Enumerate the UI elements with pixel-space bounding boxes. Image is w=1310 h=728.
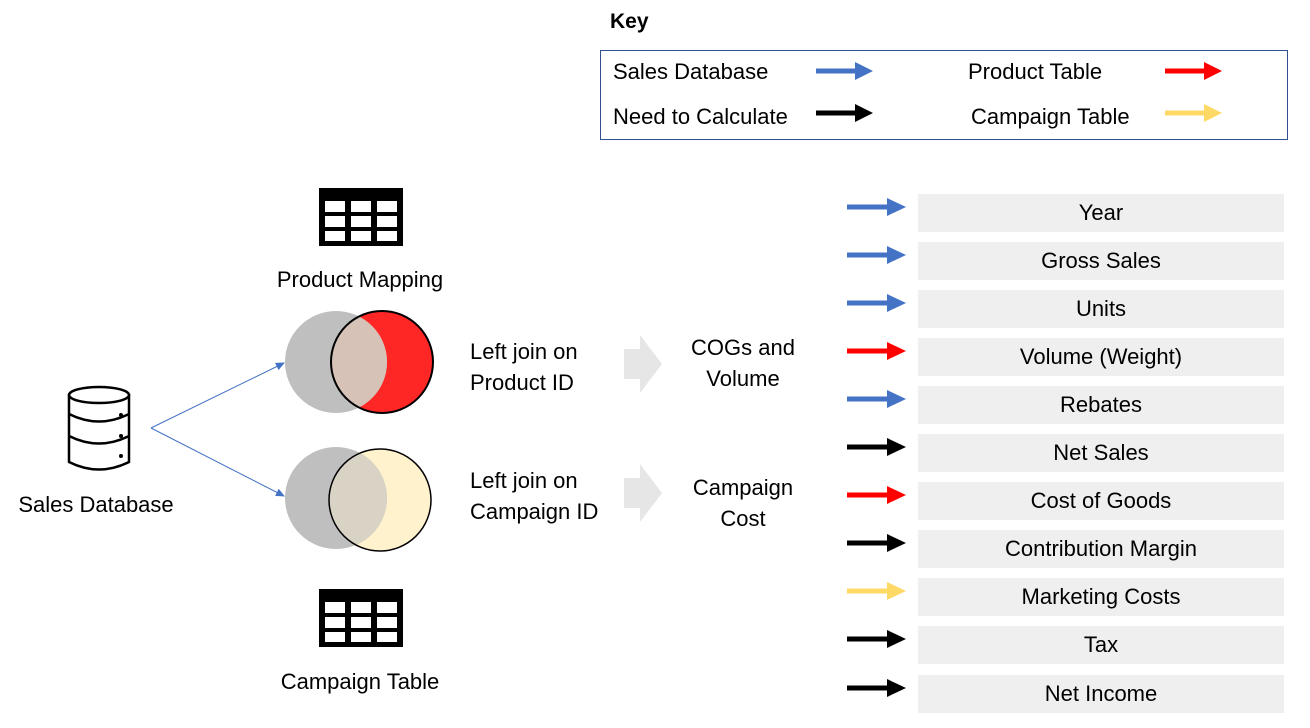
product-join-venn [285,310,434,414]
field-arrow-cost-of-goods [847,486,906,504]
campaign-table-label: Campaign Table [280,669,440,694]
product-mapping-label: Product Mapping [276,267,444,292]
field-arrow-contribution-margin [847,534,906,552]
key-title: Key [610,10,649,33]
campaign-join-venn [285,447,432,552]
field-arrow-rebates [847,390,906,408]
field-arrow-units [847,294,906,312]
key-arrow-campaign-table [1165,104,1222,122]
field-arrow-marketing-costs [847,582,906,600]
database-icon [67,385,131,471]
key-box [600,50,1288,140]
field-arrow-volume-weight [847,342,906,360]
field-tax: Tax [918,626,1284,664]
key-arrow-sales-database [816,62,873,80]
campaign-join-line1: Left join on [470,468,578,493]
product-join-result-arrow [624,335,662,393]
campaign-join-result-arrow [624,464,662,522]
cogs-output-line2: Volume [706,366,780,391]
campaign-output-line2: Cost [720,506,766,531]
field-units: Units [918,290,1284,328]
field-arrow-gross-sales [847,246,906,264]
key-label-sales-database: Sales Database [613,59,769,84]
field-volume-weight: Volume (Weight) [918,338,1284,376]
product-table-icon [319,188,403,246]
field-net-income: Net Income [918,675,1284,713]
field-arrow-tax [847,630,906,648]
db-to-product-join-arrow [150,362,285,429]
campaign-output-line1: Campaign [692,475,794,500]
field-gross-sales: Gross Sales [918,242,1284,280]
field-arrow-year [847,198,906,216]
field-cost-of-goods: Cost of Goods [918,482,1284,520]
key-label-product-table: Product Table [968,59,1103,84]
key-arrow-need-to-calculate [816,104,873,122]
field-arrow-net-sales [847,438,906,456]
field-net-sales: Net Sales [918,434,1284,472]
field-year: Year [918,194,1284,232]
field-contribution-margin: Contribution Margin [918,530,1284,568]
key-label-campaign-table: Campaign Table [971,104,1130,129]
key-arrow-product-table [1165,62,1222,80]
field-arrows [847,198,906,697]
sales-database-label: Sales Database [18,492,174,517]
product-join-line2: Product ID [470,370,574,395]
field-arrow-net-income [847,679,906,697]
campaign-join-line2: Campaign ID [470,499,599,524]
campaign-table-icon [319,589,403,647]
field-rebates: Rebates [918,386,1284,424]
field-marketing-costs: Marketing Costs [918,578,1284,616]
key-label-need-to-calculate: Need to Calculate [613,104,788,129]
product-join-line1: Left join on [470,339,578,364]
db-to-campaign-join-arrow [150,427,285,497]
cogs-output-line1: COGs and [691,335,795,360]
